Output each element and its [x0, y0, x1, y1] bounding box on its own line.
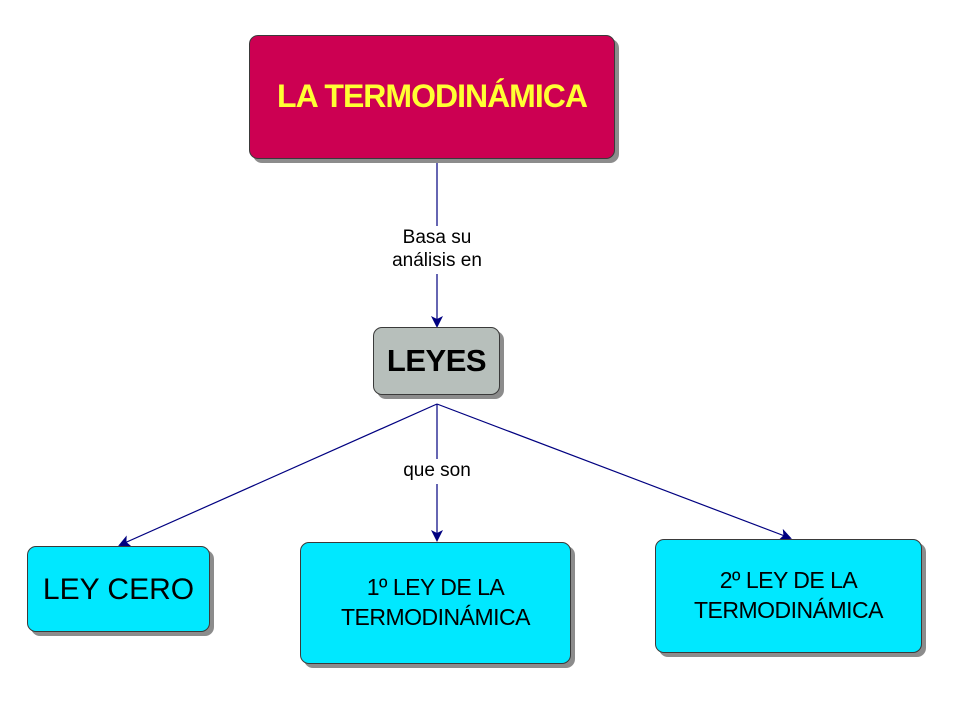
concept-node-primera-ley[interactable]: 1º LEY DE LA TERMODINÁMICA	[300, 542, 571, 664]
link-label-que-son: que son	[400, 459, 474, 484]
concept-node-leyes[interactable]: LEYES	[373, 327, 500, 395]
concept-node-ley-cero[interactable]: LEY CERO	[27, 546, 210, 632]
concept-node-segunda-ley[interactable]: 2º LEY DE LA TERMODINÁMICA	[655, 539, 922, 653]
concept-label-leyes: LEYES	[386, 342, 487, 378]
concept-node-la-termodinamica[interactable]: LA TERMODINÁMICA	[249, 35, 615, 159]
concept-label-segunda-ley: 2º LEY DE LA TERMODINÁMICA	[694, 567, 884, 623]
concept-label-primera-ley: 1º LEY DE LA TERMODINÁMICA	[341, 574, 531, 630]
concept-label-la-termodinamica: LA TERMODINÁMICA	[277, 78, 588, 115]
concept-label-ley-cero: LEY CERO	[42, 572, 195, 606]
connector-leyes-to-ley-cero	[118, 403, 438, 547]
link-label-basa-su-analisis-en: Basa su análisis en	[390, 226, 484, 274]
connector-leyes-to-segunda-ley	[436, 403, 792, 541]
